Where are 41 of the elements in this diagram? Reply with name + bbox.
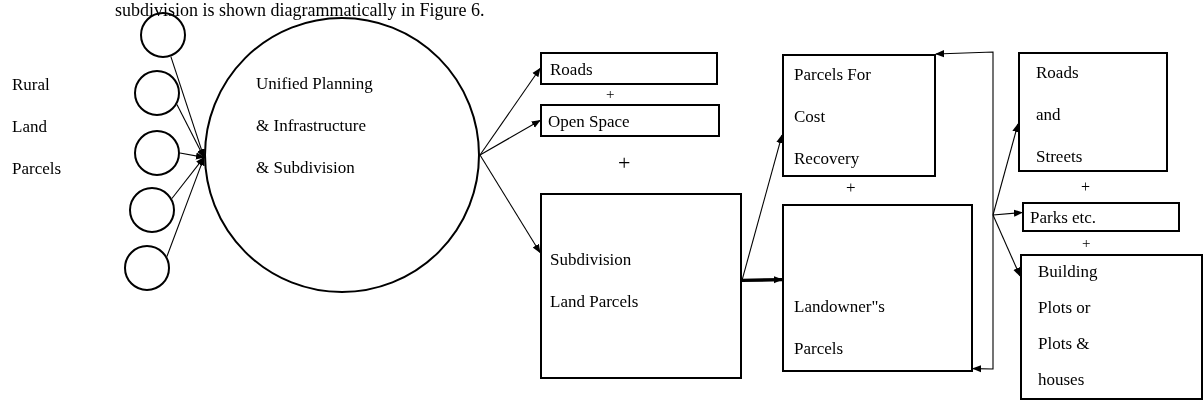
node-label: Roads [550,59,594,81]
parcel-circle [129,187,175,233]
node-label: Parcels For Cost Recovery [794,64,872,170]
plus-sign: + [618,150,631,176]
parcel-circle [124,245,170,291]
plus-sign: + [846,178,856,198]
process-box [540,193,742,379]
arrow [479,67,541,156]
caption-fragment: subdivision is shown diagrammatically in Figure 6. [115,0,485,20]
node-label: Parks etc. [1030,207,1098,229]
process-box [1018,52,1168,172]
process-box [782,54,936,177]
node-label: Landowner"s Parcels [794,296,886,360]
arrow [479,154,541,254]
plus-sign: + [1081,177,1091,197]
process-box [1022,202,1180,232]
group-label: Rural Land Parcels [12,74,63,180]
arrow [479,119,541,156]
arrow [935,50,994,373]
plus-sign: + [606,86,615,103]
arrow [741,134,784,281]
arrow [741,276,783,284]
process-box [540,52,718,85]
parcel-circle [134,130,180,176]
node-label: Open Space [548,111,631,133]
node-label: Unified Planning & Infrastructure & Subdivision [256,73,374,179]
arrow [179,152,205,160]
arrow [171,156,205,200]
arrow [176,103,205,159]
arrow [992,123,1020,216]
plus-sign: + [1082,234,1091,252]
process-box [1020,254,1203,400]
process-box [540,104,720,137]
node-label: Subdivision Land Parcels [550,249,640,313]
node-label: Roads and Streets [1036,62,1084,168]
node-label: Building Plots or Plots & houses [1038,261,1099,391]
parcel-circle [134,70,180,116]
arrow [992,214,1021,277]
arrow [992,209,1023,217]
arrow [166,156,205,258]
process-box [782,204,973,372]
